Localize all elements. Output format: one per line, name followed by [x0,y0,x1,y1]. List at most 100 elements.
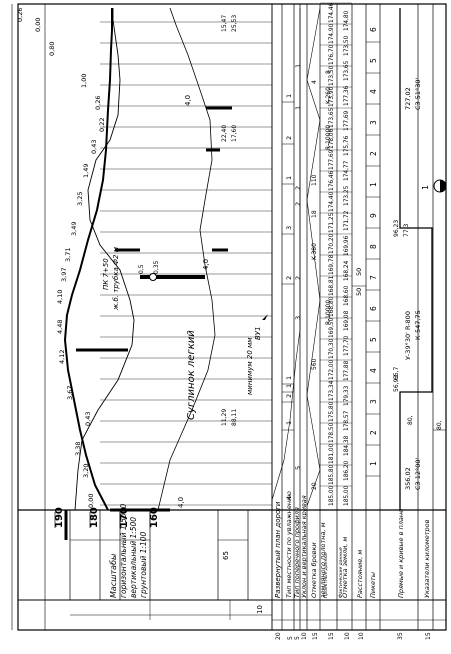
ground-elevation: 177,70 [344,335,350,356]
picket-number: 4 [369,368,378,373]
cross-type-2: 2 [294,276,302,280]
ground-elevation: 168,24 [344,260,350,281]
design-elevation: 185,00 [329,485,335,506]
moist-type-2: 2 [285,394,293,398]
profile-grid [100,21,272,506]
design-elevation: 169,50 [329,317,335,338]
work-mark-17: 0,80 [48,42,56,56]
curve-d2: 80, [407,415,414,425]
row-pickets: Пикеты [369,572,377,598]
profile-labels: Суглинок легкий ж.б. трубка Ф2 м ПК 7+50… [16,8,262,508]
work-mark-1: 3,20 [82,464,90,478]
slope-8: 8 [325,70,332,74]
design-elevation: 174,90 [329,23,335,44]
plan-curve: У-39°30' R-800 К-547,75 56,93 80, 65,7 9… [393,8,446,510]
slope-20: 20 [311,482,318,490]
type-rows: 4 1 2 1 1 2 3 1 2 1 5 3 2 2 2 1 1 [282,64,302,500]
cut-40-right: 4,0 [184,95,192,106]
ground-elevation: 168,60 [344,285,350,306]
ground-elevation: 169,96 [344,235,350,256]
moist-type-0: 4 [285,496,293,500]
ground-elevation: 177,69 [344,110,350,131]
scale-soil: грунтовый 1:100 [139,532,148,598]
curve-d2b: 80, [436,420,443,430]
cross-type-6: 1 [294,64,302,68]
moist-type-7: 1 [285,176,293,180]
design-elevation: 173,90 [329,86,335,107]
ground-elevation: 175,76 [344,135,350,156]
row-dim-4: 15 [312,632,319,640]
work-mark-16: 1,00 [80,74,88,88]
slope-k260: K-260 [325,87,332,104]
cut-markers [64,106,232,540]
slope-r10000a: R-10000 [325,300,332,325]
legend-elev-170: 170 [119,507,130,528]
row-dim-7: 10 [358,632,365,640]
dim-10: 10 [256,605,264,614]
pipe-culvert [140,273,205,281]
ground-elevation: 185,00 [344,485,350,506]
row-design-elev-1: Отметка бровки [310,542,318,598]
fill-note-0: 11,29 [221,409,228,426]
legend-elev-160: 160 [149,507,160,528]
design-elevation: 168,81 [329,275,335,296]
ground-elevation: 186,20 [344,460,350,481]
fill-note-3: 17,60 [231,125,238,142]
design-elevation: 176,46 [329,170,335,191]
curve-right-len: 727,02 [404,87,412,110]
row-moistening-type: Тип местности по увлажнению [285,491,293,598]
picket-number: 3 [369,120,378,125]
row-distance: Расстояние, м [356,550,364,598]
ground-elevation: 179,33 [344,385,350,406]
ground-elevation: 171,72 [344,210,350,231]
row-plan-line: Прямые и кривые в плане [397,509,405,598]
pipe-05: 0,5 [138,264,145,274]
design-elevation: 172,00 [329,359,335,380]
distance-0: 50 [355,288,363,296]
design-elevation: 170,20 [329,233,335,254]
design-elevation: 175,80 [329,401,335,422]
picket-number: 2 [369,430,378,435]
ground-elevation: 169,08 [344,310,350,331]
elevation-rows: 185,00185,80181,00178,50175,80173,34172,… [320,2,352,506]
slope-110: 110 [311,174,318,186]
picket-number: 6 [369,306,378,311]
pipe-pk: ПК 7+50 [102,258,110,290]
vu-label: ВУ1 [254,326,262,340]
work-mark-18: 0,00 [34,18,42,32]
picket-number: 5 [369,337,378,342]
picket-number: 8 [369,244,378,249]
legend-block: 190 180 170 160 Масштабы горизонтальный … [54,503,272,620]
moist-type-5: 2 [285,276,293,280]
pipe-035: 0,35 [153,260,160,274]
work-mark-9: 3,71 [64,248,72,262]
distance-row: 50 50 [352,268,366,296]
picket-number: 1 [369,461,378,466]
row-km-marks: Указатели километров [423,519,431,598]
design-elevation: 173,65 [329,107,335,128]
picket-number: 1 [369,182,378,187]
ground-elevation: 177,88 [344,360,350,381]
design-elevation: 173,34 [329,380,335,401]
row-dimensions: 20 5 5 10 15 15 10 10 35 15 [272,619,446,640]
work-mark-19: 0,26 [16,8,24,22]
slope-4: 4 [311,80,318,84]
ground-elevation: 184,38 [344,435,350,456]
moist-type-1: 1 [285,421,293,425]
road-plan-band [262,8,301,510]
dim-65: 65 [222,551,230,560]
work-mark-5: 4,12 [58,350,66,364]
moist-type-3: 1 [285,384,293,388]
fill-note-1: 88,11 [231,409,238,426]
distance-1: 50 [355,268,363,276]
row-sub-design: Проектные данные [323,552,329,598]
cross-type-0: 5 [294,466,302,470]
km-mark-number: 1 [421,185,430,190]
design-elevation: 178,50 [329,422,335,443]
ground-elevation: 173,65 [344,60,350,81]
cross-type-5: 1 [294,106,302,110]
fill-note-5: 25,53 [231,15,238,32]
row-dim-8: 35 [397,632,404,640]
design-elevation: 174,46 [329,2,335,23]
work-mark-13: 0,43 [90,140,98,154]
